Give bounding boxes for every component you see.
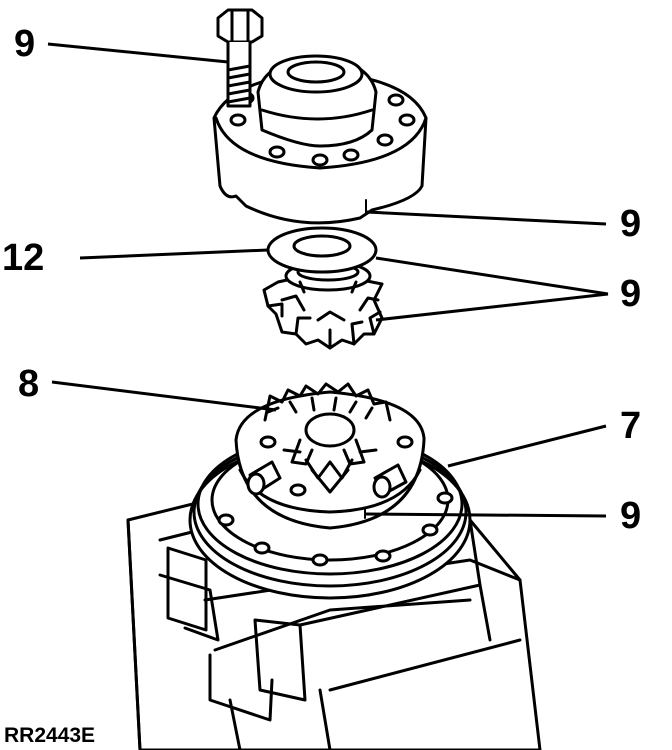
figure-code: RR2443E xyxy=(4,724,95,747)
leader-washer xyxy=(79,248,269,260)
callout-bolt: 9 xyxy=(14,23,35,65)
callout-thrust-washer: 12 xyxy=(2,237,44,279)
callout-cover-mark: 9 xyxy=(620,203,641,245)
leader-cover-mark xyxy=(365,210,607,226)
callout-side-gear-mark: 9 xyxy=(620,273,641,315)
leader-case-mark xyxy=(365,512,607,518)
leader-lines xyxy=(47,42,609,518)
side-gear xyxy=(262,260,384,350)
leader-side-gear-upper xyxy=(375,256,609,296)
leader-pinion xyxy=(51,380,277,412)
thrust-washer xyxy=(266,226,378,274)
bolt xyxy=(216,8,264,108)
callout-case-mark: 9 xyxy=(620,495,641,537)
ring-gear-and-case xyxy=(188,390,472,600)
leader-side-gear-lower xyxy=(375,292,609,322)
leader-ring-gear xyxy=(447,424,607,468)
case-cover xyxy=(212,54,428,225)
leader-bolt xyxy=(47,42,229,64)
callout-ring-gear: 7 xyxy=(620,405,641,447)
callout-pinion-gears: 8 xyxy=(18,363,39,405)
